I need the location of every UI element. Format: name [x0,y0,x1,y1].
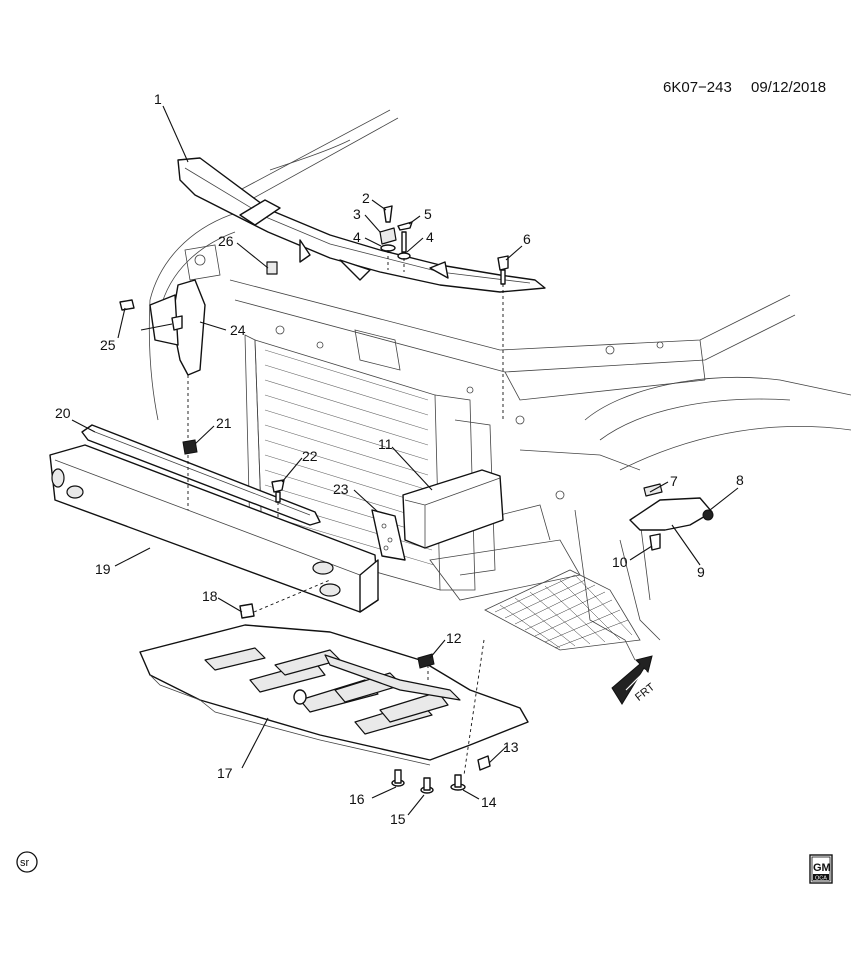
callout-1: 1 [154,91,162,107]
installation-lines [187,250,504,776]
diagram-code: 6K07−243 [663,79,732,96]
callout-5: 5 [424,206,432,222]
callout-8: 8 [736,472,744,488]
callout-19: 19 [95,561,111,577]
callout-26: 26 [218,233,234,249]
gm-logo-text: GM [813,862,831,874]
callout-12: 12 [446,630,462,646]
part-11-crush-box [402,469,504,549]
part-20-absorber [81,424,321,526]
part-23-plate [371,509,406,561]
callout-21: 21 [216,415,232,431]
fasteners-mid [182,439,285,503]
diagram-date: 09/12/2018 [751,79,826,96]
callout-7: 7 [670,473,678,489]
callout-23: 23 [333,481,349,497]
part-17-underbody-shield [139,624,529,766]
oca-logo-text: OCA [815,876,827,882]
leader-lines [71,105,739,816]
callout-3: 3 [353,206,361,222]
part-9-bracket [629,483,714,551]
part-19-impact-bar [49,444,379,613]
callout-2: 2 [362,190,370,206]
callout-10: 10 [612,554,628,570]
callout-25: 25 [100,337,116,353]
callout-6: 6 [523,231,531,247]
sr-badge: sr [16,851,38,873]
front-direction-label: FRT [633,681,657,704]
callout-24: 24 [230,322,246,338]
callout-20: 20 [55,405,71,421]
sr-badge-label: sr [20,857,30,869]
callout-labels: 1 2 3 4 5 4 6 26 25 24 20 21 22 11 23 8 … [55,91,744,827]
callout-16: 16 [349,791,365,807]
gm-oca-logo: GM OCA [809,854,833,884]
callout-15: 15 [390,811,406,827]
callout-13: 13 [503,739,519,755]
part-1-upper-tie-bar [177,157,546,293]
callout-14: 14 [481,794,497,810]
vehicle-body-outline [148,109,851,661]
front-direction-arrow: FRT [611,655,657,705]
fasteners-upper [379,205,509,285]
callout-18: 18 [202,588,218,604]
callout-22: 22 [302,448,318,464]
callout-4b: 4 [426,229,434,245]
callout-17: 17 [217,765,233,781]
part-24-bracket [119,261,278,376]
callout-9: 9 [697,564,705,580]
callout-4a: 4 [353,229,361,245]
callout-11: 11 [378,436,393,452]
